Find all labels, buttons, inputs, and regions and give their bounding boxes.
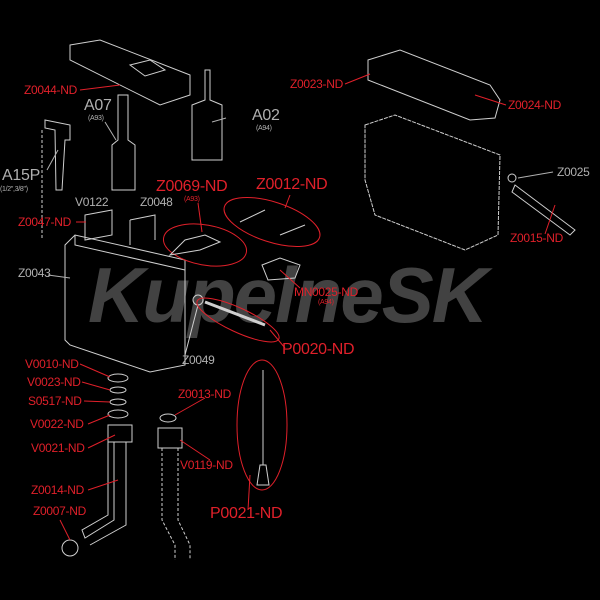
pipe-z0014	[81, 442, 127, 546]
label-v0122: V0122	[75, 195, 109, 209]
nut-v0021	[107, 424, 133, 443]
label-a07-sub: (A93)	[88, 115, 104, 122]
highlight-p0021	[236, 359, 288, 491]
label-z0069-sub: (A93)	[184, 196, 200, 203]
label-z0014: Z0014-ND	[31, 483, 84, 497]
label-z0048: Z0048	[140, 195, 173, 209]
lid-right	[367, 49, 501, 121]
label-v0022: V0022-ND	[30, 417, 84, 431]
label-z0012: Z0012-ND	[256, 176, 328, 193]
label-z0015: Z0015-ND	[510, 231, 563, 245]
highlight-z0012	[223, 196, 321, 248]
label-v0010: V0010-ND	[25, 357, 79, 371]
lid-left-button	[128, 59, 167, 77]
pipe-v0119	[161, 448, 191, 560]
fill-valve-a15p	[44, 119, 71, 191]
label-z0013: Z0013-ND	[178, 387, 231, 401]
label-s0517: S0517-ND	[28, 394, 82, 408]
label-mn0025-sub: (A94)	[318, 299, 334, 306]
label-z0047: Z0047-ND	[18, 215, 71, 229]
label-a15p-sub: (1/2",3/8")	[0, 186, 28, 193]
label-p0020: P0020-ND	[282, 341, 355, 358]
nut-v0119	[157, 427, 183, 449]
tank-right	[364, 114, 501, 251]
pipe-z0015	[511, 184, 576, 236]
label-a07: A07	[84, 97, 112, 114]
watermark: KupelneSK	[88, 251, 488, 339]
tank-left	[64, 234, 186, 373]
lid-left	[69, 39, 191, 106]
label-a15p: A15P	[2, 167, 40, 184]
label-z0043: Z0043	[18, 266, 51, 280]
valve-a02	[191, 69, 223, 161]
bracket-z0047	[84, 209, 113, 241]
label-v0023: V0023-ND	[27, 375, 81, 389]
part-mn0025	[261, 257, 301, 281]
lever-z0048	[129, 214, 156, 245]
label-mn0025: MN0025-ND	[294, 285, 358, 299]
label-z0023: Z0023-ND	[290, 77, 343, 91]
label-z0044: Z0044-ND	[24, 83, 77, 97]
label-a02: A02	[252, 107, 280, 124]
label-z0024: Z0024-ND	[508, 98, 561, 112]
label-p0021: P0021-ND	[210, 505, 283, 522]
valve-a07	[111, 94, 136, 191]
label-z0007: Z0007-ND	[33, 504, 86, 518]
label-z0049: Z0049	[182, 353, 215, 367]
label-z0069: Z0069-ND	[156, 178, 228, 195]
label-v0119: V0119-ND	[180, 458, 233, 472]
label-z0025: Z0025	[557, 165, 590, 179]
label-v0021: V0021-ND	[31, 441, 85, 455]
label-a02-sub: (A94)	[256, 125, 272, 132]
highlight-p0020	[196, 297, 280, 343]
highlight-z0069	[162, 223, 248, 267]
